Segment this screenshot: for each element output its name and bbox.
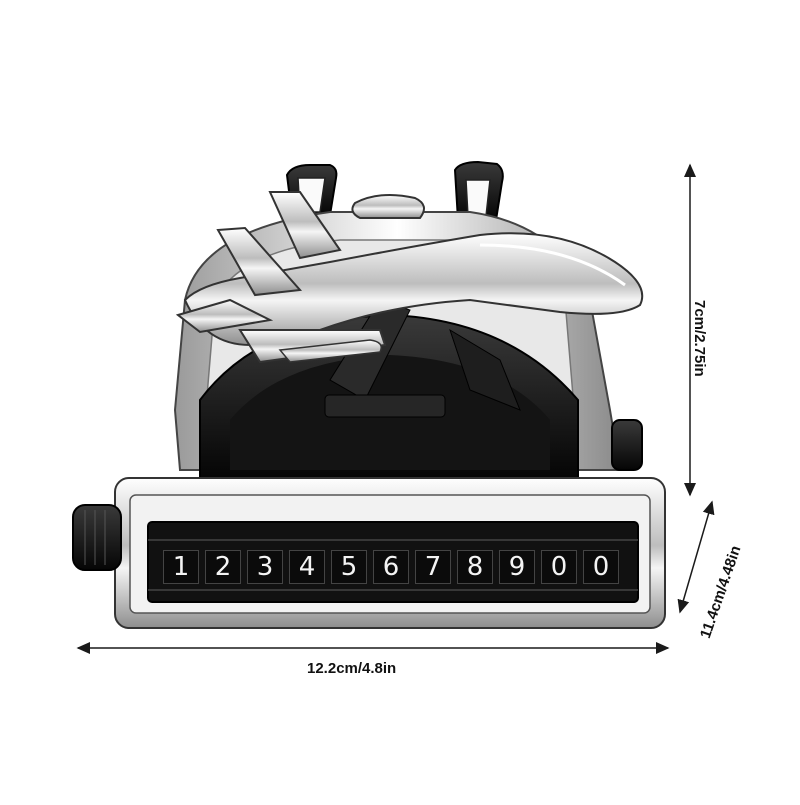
plate-digit: 5: [331, 550, 367, 584]
plate-digit: 1: [163, 550, 199, 584]
plate-digit: 0: [583, 550, 619, 584]
plate-digit: 0: [541, 550, 577, 584]
plate-digit: 2: [205, 550, 241, 584]
height-dimension-label: 7cm/2.75in: [691, 300, 708, 377]
width-dimension-label: 12.2cm/4.8in: [307, 660, 397, 677]
depth-dimension-line: [677, 500, 715, 614]
plate-digit: 6: [373, 550, 409, 584]
plate-digit: 3: [247, 550, 283, 584]
plate-digit: 9: [499, 550, 535, 584]
plate-digits: 1 2 3 4 5 6 7 8 9 0 0: [163, 550, 619, 584]
jet-ornament: [175, 191, 644, 364]
plate-digit: 7: [415, 550, 451, 584]
plate-digit: 8: [457, 550, 493, 584]
plate-digit: 4: [289, 550, 325, 584]
